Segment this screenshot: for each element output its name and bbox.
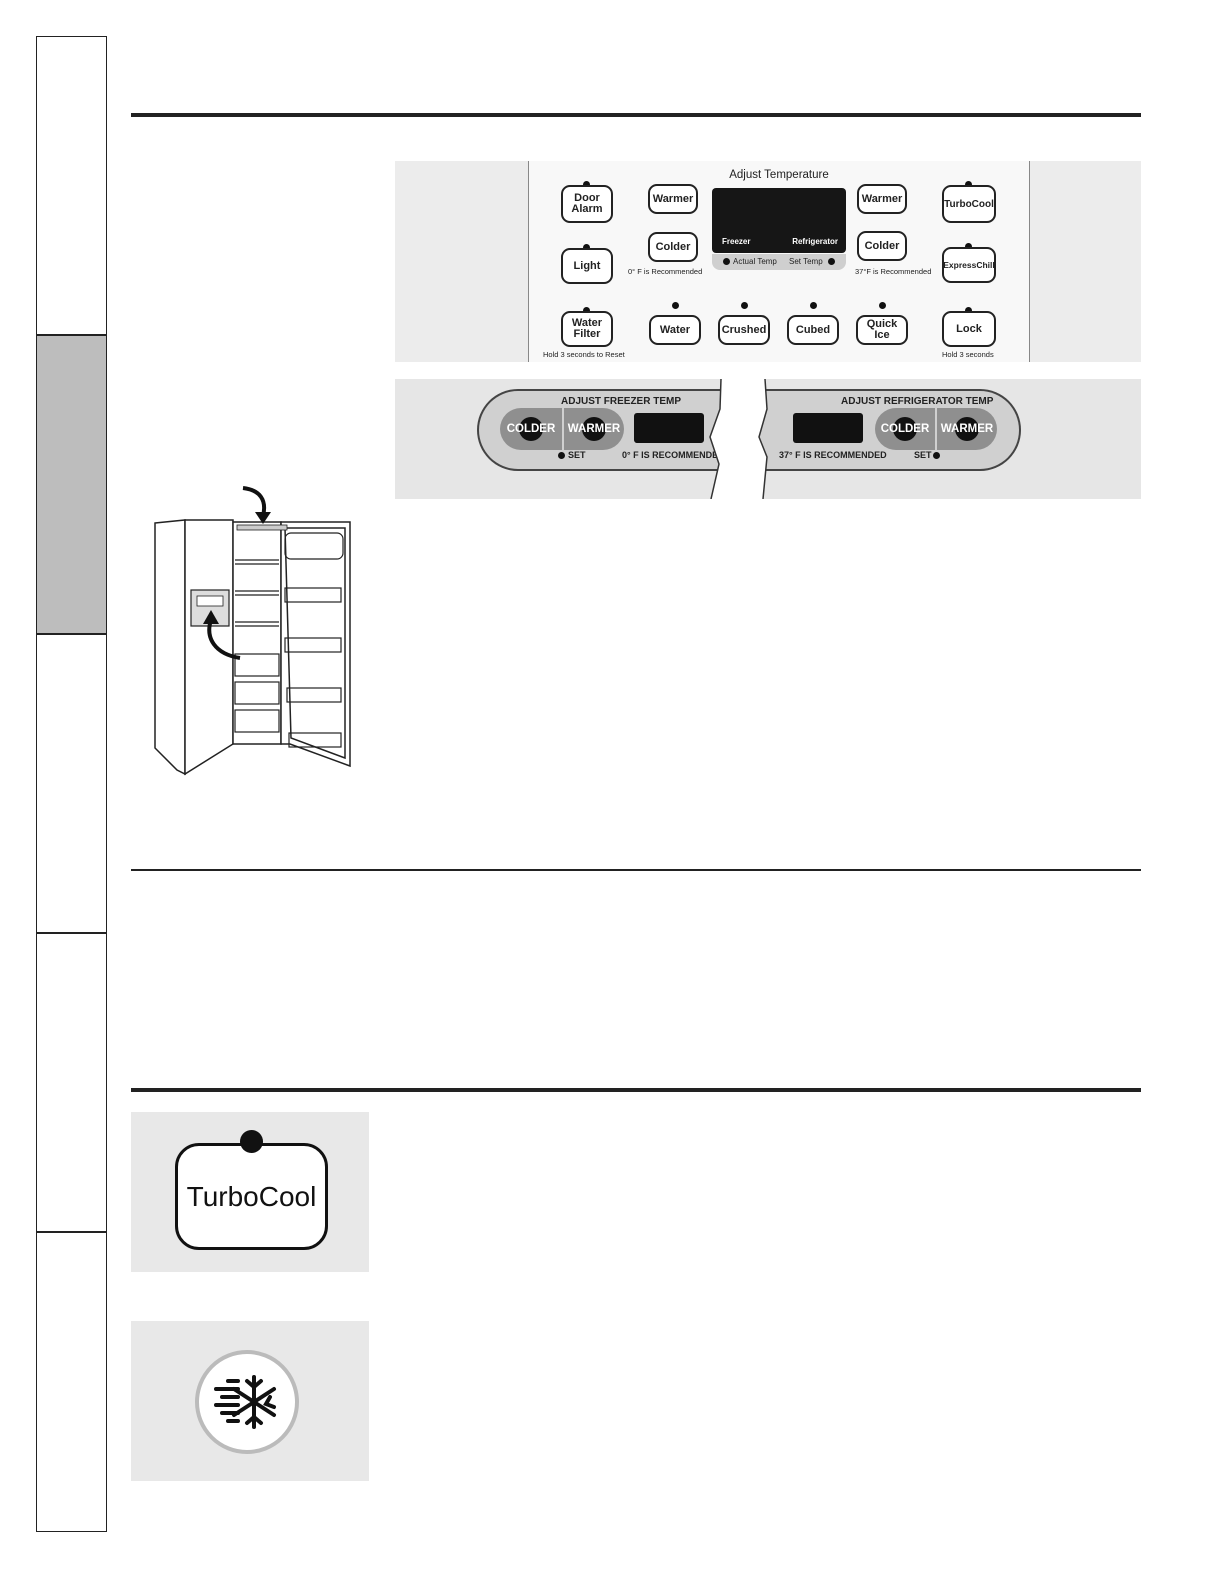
turbocool-large-label: TurboCool — [186, 1180, 317, 1212]
button-separator — [562, 408, 564, 450]
turbocool-feature-tile: TurboCool — [131, 1112, 369, 1272]
set-temp-indicator — [828, 258, 835, 265]
adjust-temperature-title: Adjust Temperature — [729, 169, 829, 181]
turbocool-large-indicator — [240, 1130, 263, 1153]
turbocool-indicator — [965, 181, 972, 188]
refrigerator-recommended-label: 37° F IS RECOMMENDED — [779, 450, 887, 460]
door-alarm-button[interactable]: Door Alarm — [561, 185, 613, 223]
refrigerator-control-oval: ADJUST REFRIGERATOR TEMP COLDER WARMER 3… — [773, 389, 1021, 471]
section-tabs — [36, 36, 107, 1532]
section-rule — [131, 1088, 1141, 1092]
button-separator — [935, 408, 937, 450]
refrigerator-colder-button[interactable]: COLDER — [875, 408, 935, 450]
tab-divider — [37, 932, 106, 934]
dispenser-control-panel: Door Alarm Light Water Filter Hold 3 sec… — [395, 161, 1141, 362]
expresschill-feature-tile — [131, 1321, 369, 1481]
freezer-warmer-button[interactable]: WARMER — [564, 408, 624, 450]
tab-divider — [37, 633, 106, 635]
refrigerator-set-label: SET — [914, 450, 932, 460]
temp-mode-bar: Actual Temp Set Temp — [712, 254, 846, 270]
quick-ice-indicator — [879, 302, 886, 309]
freezer-display-label: Freezer — [722, 237, 751, 246]
expresschill-button[interactable]: ExpressChill — [942, 247, 996, 283]
actual-temp-label: Actual Temp — [733, 257, 777, 266]
water-button[interactable]: Water — [649, 315, 701, 345]
active-section-tab[interactable] — [37, 336, 106, 634]
freezer-recommended-label: 0° F IS RECOMMENDED — [622, 450, 725, 460]
control-panel-face: Door Alarm Light Water Filter Hold 3 sec… — [528, 161, 1030, 362]
section-rule — [131, 869, 1141, 871]
refrigerator-display-label: Refrigerator — [792, 237, 838, 246]
refrigerator-control-title: ADJUST REFRIGERATOR TEMP — [841, 396, 994, 407]
refrigerator-set-indicator — [933, 452, 940, 459]
turbocool-large-button[interactable]: TurboCool — [175, 1143, 328, 1250]
water-filter-hold-note: Hold 3 seconds to Reset — [543, 350, 625, 359]
freezer-lcd — [634, 413, 704, 443]
light-button[interactable]: Light — [561, 248, 613, 284]
water-filter-button[interactable]: Water Filter — [561, 311, 613, 347]
door-alarm-indicator — [583, 181, 590, 188]
freezer-set-label: SET — [568, 450, 586, 460]
lock-indicator — [965, 307, 972, 314]
refrigerator-recommended-note: 37°F is Recommended — [855, 267, 932, 276]
freezer-recommended-note: 0° F is Recommended — [628, 267, 703, 276]
snowflake-icon[interactable] — [194, 1349, 300, 1455]
freezer-warmer-button[interactable]: Warmer — [648, 184, 698, 214]
turbocool-button[interactable]: TurboCool — [942, 185, 996, 223]
freezer-control-title: ADJUST FREEZER TEMP — [561, 396, 682, 407]
water-indicator — [672, 302, 679, 309]
expresschill-indicator — [965, 243, 972, 250]
lock-button[interactable]: Lock — [942, 311, 996, 347]
refrigerator-warmer-button[interactable]: WARMER — [937, 408, 997, 450]
refrigerator-warmer-button[interactable]: Warmer — [857, 184, 907, 214]
actual-temp-indicator — [723, 258, 730, 265]
tab-divider — [37, 334, 106, 336]
section-rule — [131, 113, 1141, 117]
light-indicator — [583, 244, 590, 251]
set-temp-label: Set Temp — [789, 257, 823, 266]
refrigerator-illustration — [154, 486, 351, 776]
cubed-indicator — [810, 302, 817, 309]
refrigerator-lcd — [793, 413, 863, 443]
lock-hold-note: Hold 3 seconds — [942, 350, 994, 359]
freezer-colder-button[interactable]: Colder — [648, 232, 698, 262]
crushed-indicator — [741, 302, 748, 309]
alternate-control-panel: ADJUST FREEZER TEMP COLDER WARMER SET 0°… — [395, 379, 1141, 499]
freezer-colder-button[interactable]: COLDER — [500, 408, 562, 450]
crushed-button[interactable]: Crushed — [718, 315, 770, 345]
temperature-display: Freezer Refrigerator — [712, 188, 846, 253]
cubed-button[interactable]: Cubed — [787, 315, 839, 345]
tab-divider — [37, 1231, 106, 1233]
panel-torn-gap — [709, 379, 768, 499]
quick-ice-button[interactable]: Quick Ice — [856, 315, 908, 345]
freezer-set-indicator — [558, 452, 565, 459]
water-filter-indicator — [583, 307, 590, 314]
refrigerator-colder-button[interactable]: Colder — [857, 231, 907, 261]
